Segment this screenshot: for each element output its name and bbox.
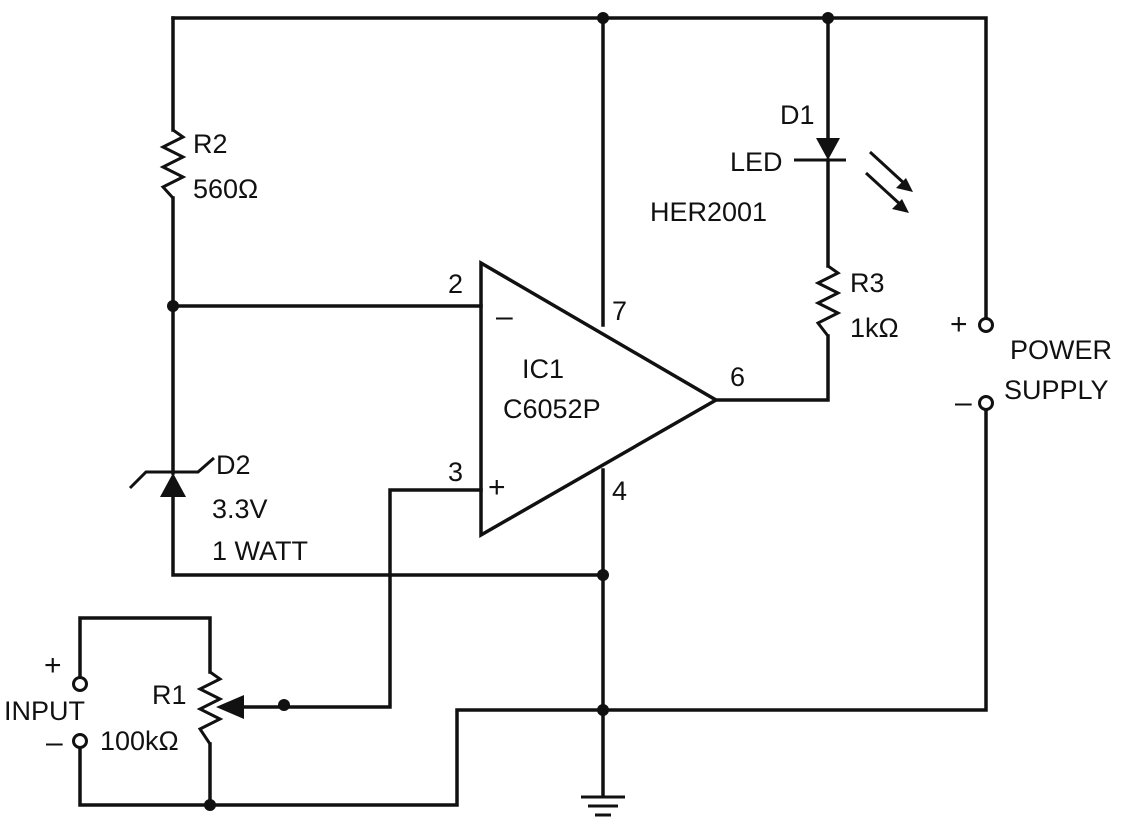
supply-plus-terminal [978,317,994,333]
r3-output-wire [714,334,830,402]
pin3-label: 3 [448,457,463,487]
led-ray-arrow [868,150,908,187]
ic1-opamp: – + IC1 C6052P [479,259,720,539]
pin4-label: 4 [612,476,627,506]
junction-dot [597,569,609,581]
pin6-label: 6 [730,362,745,392]
d2-triangle [160,473,186,497]
led-ray-arrow [864,171,904,208]
junction-dot [167,300,179,312]
ic1-minus-sign: – [496,300,513,333]
junction-dot [597,12,609,24]
power-supply-label-line1: POWER [1010,335,1112,365]
input-minus-sign: – [46,726,63,759]
r2-value-label: 560Ω [193,174,258,204]
ground-symbol [581,795,625,817]
ground-return-wire [78,708,605,807]
r3-zigzag [814,264,842,337]
ic1-part-label: C6052P [503,394,601,424]
supply-minus-terminal [978,395,994,411]
r1-zigzag [196,670,224,745]
r2-name-label: R2 [193,129,228,159]
d1-name-label: D1 [780,100,815,130]
d2-bar [128,456,215,490]
r2-zigzag [159,128,187,200]
r3-name-label: R3 [850,268,885,298]
input-plus-sign: + [44,649,62,682]
d2-name-label: D2 [216,450,251,480]
d2-voltage-label: 3.3V [212,494,268,524]
d1-type-label: LED [730,147,783,177]
r1-potentiometer: R1 100kΩ [100,670,244,756]
supply-plus-sign: + [950,308,968,341]
input-plus-terminal [72,676,88,692]
input-label: INPUT [4,696,85,726]
input-terminals: + – INPUT [4,649,88,759]
supply-minus-wire [601,408,988,712]
r3-resistor: R3 1kΩ [814,264,899,343]
junction-dot [278,699,290,711]
junction-dot [597,704,609,716]
input-minus-terminal [72,733,88,749]
r1-value-label: 100kΩ [100,726,179,756]
r1-name-label: R1 [152,680,187,710]
supply-minus-sign: – [955,386,972,419]
d2-zener-diode: D2 3.3V 1 WATT [128,450,308,566]
r3-value-label: 1kΩ [850,313,899,343]
junction-dot [822,12,834,24]
r1-wiper-arrow [216,695,244,719]
d1-led: D1 LED HER2001 [650,100,913,227]
r2-resistor: R2 560Ω [159,128,258,204]
d1-triangle [816,138,840,160]
top-rail-wire [171,16,988,320]
power-supply-label-line2: SUPPLY [1004,375,1109,405]
power-supply-terminals: + – POWER SUPPLY [950,308,1112,419]
ic1-plus-sign: + [488,471,506,504]
junctions [167,12,834,811]
opamp-triangle [479,259,720,539]
input-plus-wire [78,616,212,680]
d2-ground-wire [171,495,605,577]
pin2-label: 2 [448,269,463,299]
pin7-label: 7 [612,296,627,326]
wiper-wire [238,488,483,709]
wires [78,16,988,807]
led-ray-arrowhead [892,199,909,213]
junction-dot [204,799,216,811]
d2-power-label: 1 WATT [212,536,308,566]
led-ray-arrowhead [896,178,913,192]
ic1-name-label: IC1 [522,354,564,384]
d1-part-label: HER2001 [650,197,767,227]
